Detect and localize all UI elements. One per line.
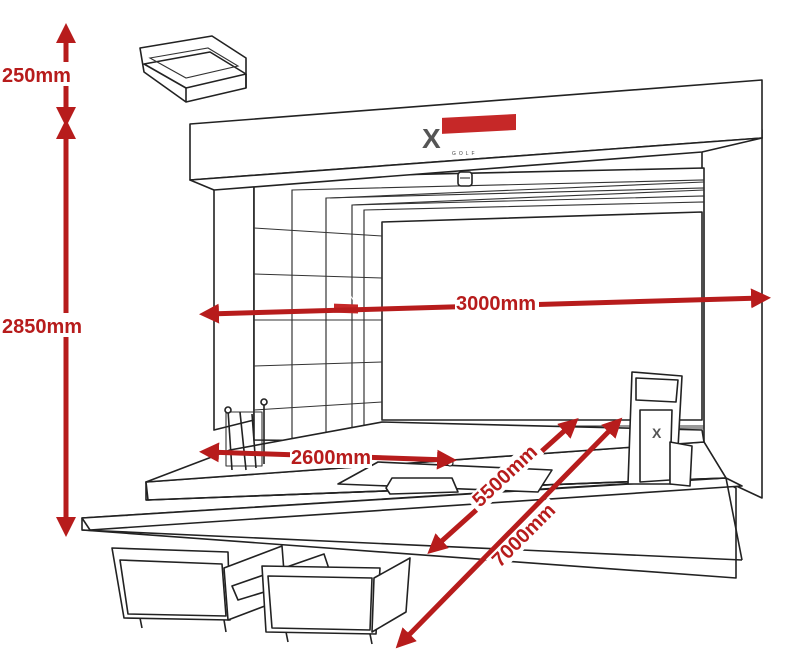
wall-logo-word: SWING	[336, 295, 360, 302]
left-wall	[213, 177, 255, 431]
tee-box	[385, 477, 459, 495]
label-250mm: 250mm	[2, 65, 71, 87]
kiosk-logo: X	[652, 425, 662, 441]
header-logo: X SWING GOLF	[422, 101, 516, 157]
label-3000mm: 3000mm	[456, 293, 536, 315]
projector-icon	[139, 35, 247, 103]
kiosk-icon: X	[627, 371, 693, 487]
dim-line-7000	[395, 417, 623, 649]
ceiling-lamp	[457, 171, 473, 187]
logo-sub: GOLF	[452, 151, 478, 157]
label-2850mm: 2850mm	[2, 316, 82, 338]
right-wall	[701, 129, 763, 499]
label-2600mm: 2600mm	[291, 447, 371, 469]
logo-word: SWING	[448, 101, 499, 121]
sofa-icon	[111, 545, 411, 645]
logo-mark: X	[422, 123, 441, 154]
